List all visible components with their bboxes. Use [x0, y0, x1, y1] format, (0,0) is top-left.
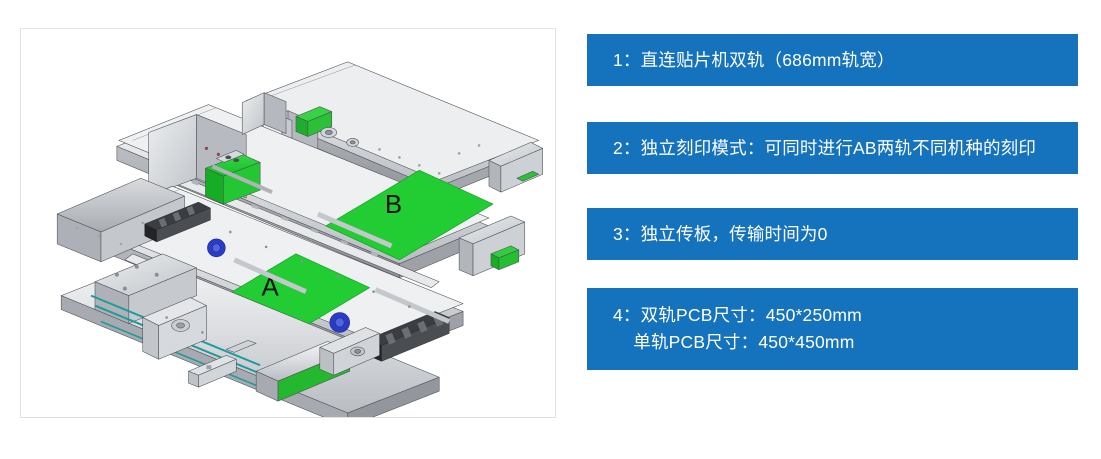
rear-right-bracket — [488, 142, 543, 193]
right-end-bracket — [458, 215, 526, 277]
feature-item-4-text: 4：双轨PCB尺寸：450*250mm 单轨PCB尺寸：450*450mm — [613, 305, 862, 352]
feature-item-4: 4：双轨PCB尺寸：450*250mm 单轨PCB尺寸：450*450mm — [587, 288, 1078, 370]
feature-item-3-text: 3：独立传板，传输时间为0 — [613, 224, 828, 244]
feature-item-2: 2：独立刻印模式：可同时进行AB两轨不同机种的刻印 — [587, 122, 1078, 174]
blue-drive-pulley-upper — [207, 238, 226, 258]
front-left-frame-beam — [56, 177, 185, 263]
pcb-panel-a-label: A — [261, 274, 279, 302]
rail-width-adjust-bracket — [148, 114, 261, 205]
blue-drive-pulley-lower — [329, 312, 350, 333]
feature-list: 1：直连贴片机双轨（686mm轨宽） 2：独立刻印模式：可同时进行AB两轨不同机… — [587, 28, 1078, 428]
conveyor-assembly-illustration: B — [21, 29, 555, 417]
fastener-details — [165, 230, 411, 334]
cross-tie-bars — [211, 164, 451, 324]
bottom-motor-cluster — [319, 327, 380, 376]
cad-image-panel: B — [20, 28, 556, 418]
feature-item-1-text: 1：直连贴片机双轨（686mm轨宽） — [613, 50, 895, 70]
cable-drag-chain-upper — [144, 201, 211, 243]
feature-item-2-text: 2：独立刻印模式：可同时进行AB两轨不同机种的刻印 — [613, 138, 1037, 158]
front-lower-components — [188, 340, 257, 388]
pcb-panel-b-label: B — [385, 191, 402, 219]
feature-item-1: 1：直连贴片机双轨（686mm轨宽） — [587, 34, 1078, 86]
top-left-rail-segment — [241, 92, 287, 135]
feature-item-3: 3：独立传板，传输时间为0 — [587, 208, 1078, 260]
